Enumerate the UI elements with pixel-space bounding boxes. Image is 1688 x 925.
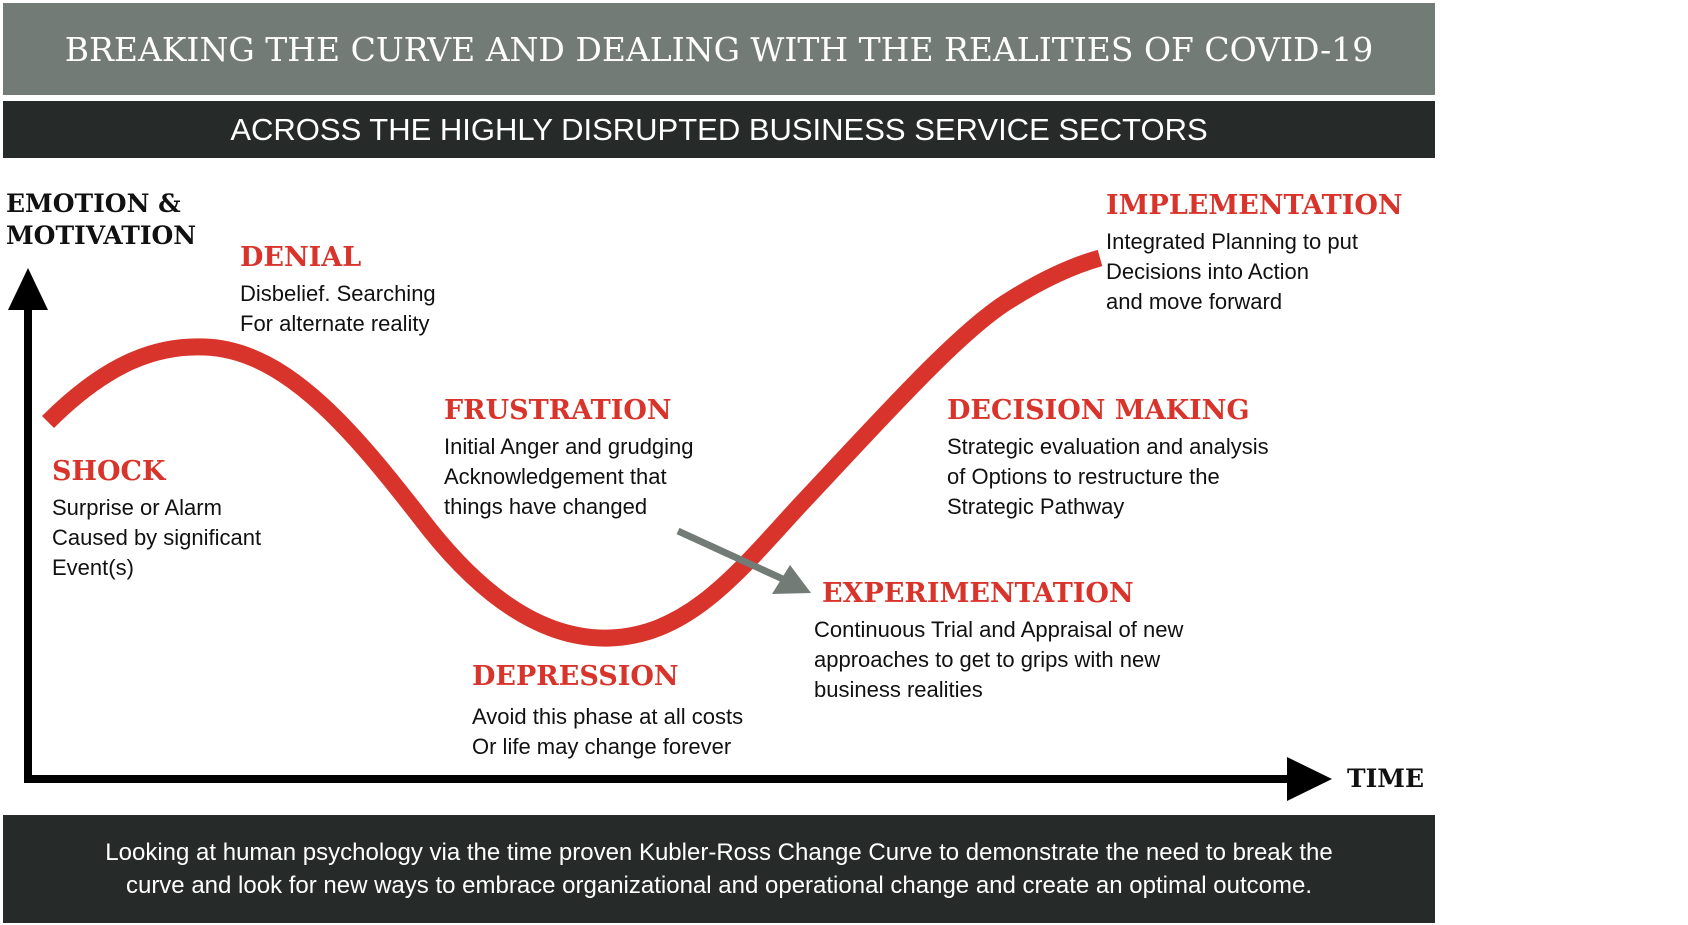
footer-banner: Looking at human psychology via the time… <box>3 815 1435 923</box>
pointer-arrowhead-icon <box>772 565 811 594</box>
page-subtitle: ACROSS THE HIGHLY DISRUPTED BUSINESS SER… <box>230 111 1208 147</box>
stage-title: IMPLEMENTATION <box>1106 190 1403 221</box>
stage-title: DENIAL <box>240 242 362 273</box>
stage-title: DECISION MAKING <box>947 395 1250 426</box>
x-axis-arrowhead-icon <box>1287 757 1332 801</box>
page-title: BREAKING THE CURVE AND DEALING WITH THE … <box>64 29 1374 69</box>
y-axis-label: EMOTION & MOTIVATION <box>6 188 196 252</box>
stage-decision-making: DECISION MAKING Strategic evaluation and… <box>947 394 1269 522</box>
y-axis-label-line: MOTIVATION <box>6 221 197 250</box>
stage-title: SHOCK <box>52 456 166 487</box>
footer-text-line: Looking at human psychology via the time… <box>105 839 1333 866</box>
change-curve <box>41 249 1103 647</box>
subtitle-banner: ACROSS THE HIGHLY DISRUPTED BUSINESS SER… <box>3 101 1435 158</box>
footer-text-line: curve and look for new ways to embrace o… <box>125 872 1313 899</box>
y-axis-arrowhead-icon <box>8 268 48 310</box>
title-banner: BREAKING THE CURVE AND DEALING WITH THE … <box>3 3 1435 95</box>
stage-title: FRUSTRATION <box>444 395 672 426</box>
stage-depression: DEPRESSION Avoid this phase at all costs… <box>472 660 743 762</box>
stage-experimentation: EXPERIMENTATION Continuous Trial and App… <box>814 577 1183 705</box>
y-axis-label-line: EMOTION & <box>6 189 181 218</box>
stage-title: DEPRESSION <box>472 661 679 692</box>
stage-title: EXPERIMENTATION <box>822 578 1134 609</box>
stage-implementation: IMPLEMENTATION Integrated Planning to pu… <box>1106 189 1403 317</box>
pointer-arrow-line <box>676 527 787 584</box>
x-axis-label: TIME <box>1347 764 1425 793</box>
